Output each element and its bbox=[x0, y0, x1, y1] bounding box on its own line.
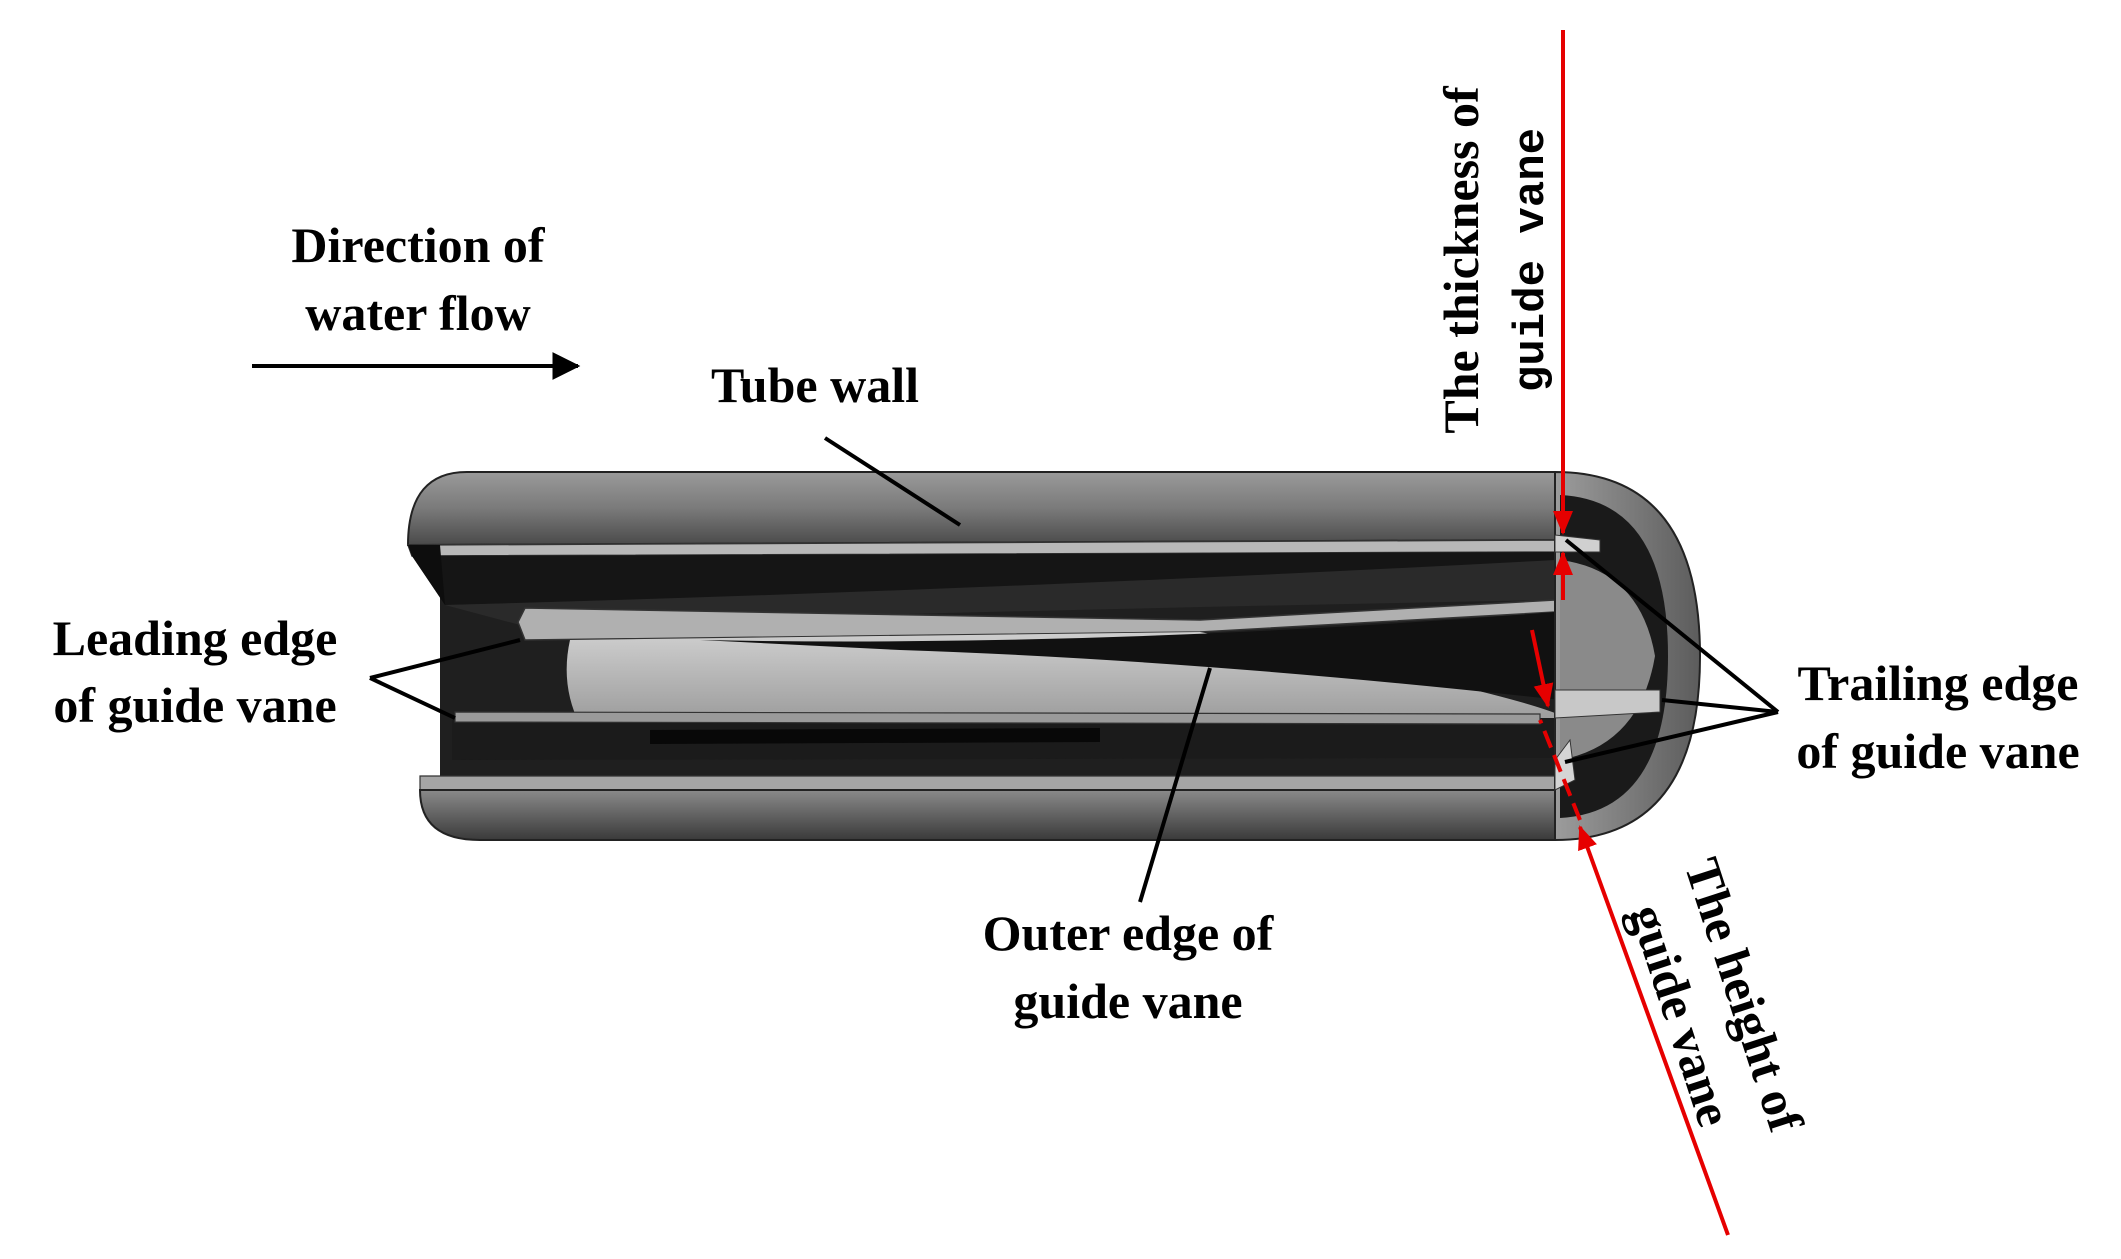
trailing-edge-label: Trailing edge of guide vane bbox=[1796, 655, 2079, 779]
leader-leading-edge-top bbox=[369, 638, 521, 680]
tube-wall-label: Tube wall bbox=[711, 357, 919, 413]
left-end-upper-gap bbox=[408, 545, 445, 605]
trailing-edge-line-2: of guide vane bbox=[1796, 723, 2079, 779]
tube-wall-top bbox=[406, 470, 1556, 547]
height-dimension-line bbox=[1578, 825, 1730, 1236]
trailing-edge-line-1: Trailing edge bbox=[1797, 655, 2078, 711]
lower-vane-stripe bbox=[650, 728, 1100, 744]
thickness-label: The thickness of guide vane bbox=[1433, 85, 1557, 434]
trailing-edge-slot-bottom bbox=[1554, 738, 1576, 791]
tube-body bbox=[406, 470, 1702, 842]
tube-wall-bottom bbox=[418, 789, 1556, 841]
trailing-edge-slot-top bbox=[1554, 534, 1601, 553]
leading-edge-line-2: of guide vane bbox=[53, 677, 336, 733]
flow-direction-label: Direction of water flow bbox=[291, 217, 546, 341]
leader-trailing-edge-mid bbox=[1661, 698, 1779, 714]
tube-wall-bottom-rim bbox=[419, 775, 1556, 791]
sweeping-vane bbox=[700, 612, 1560, 700]
outer-edge-line-2: guide vane bbox=[1013, 973, 1242, 1029]
leading-edge-line-1: Leading edge bbox=[53, 610, 338, 666]
leader-outer-edge bbox=[1138, 667, 1212, 903]
height-dimension-dashed bbox=[1538, 719, 1582, 821]
outer-edge-line-1: Outer edge of bbox=[983, 905, 1275, 961]
flow-direction-line-1: Direction of bbox=[291, 217, 546, 273]
top-vane-dark bbox=[412, 552, 1555, 605]
leading-edge-bottom bbox=[454, 711, 1541, 725]
leader-trailing-edge-top bbox=[1564, 538, 1780, 714]
leading-edge-label: Leading edge of guide vane bbox=[53, 610, 338, 733]
leader-trailing-edge-bottom bbox=[1564, 710, 1779, 764]
thickness-line-2: guide vane bbox=[1507, 128, 1557, 392]
dimension-lines bbox=[1530, 30, 1730, 1236]
height-label: The height of guide vane bbox=[1619, 851, 1815, 1139]
flow-direction-line-2: water flow bbox=[305, 285, 530, 341]
leader-leading-edge-bottom bbox=[369, 676, 456, 720]
thickness-line-1: The thickness of bbox=[1433, 85, 1489, 434]
leader-tube-wall bbox=[823, 436, 962, 527]
trailing-edge-slot-mid bbox=[1554, 689, 1661, 719]
upper-vane-taper bbox=[445, 560, 1555, 625]
leader-lines bbox=[369, 436, 1780, 903]
outer-edge-label: Outer edge of guide vane bbox=[983, 905, 1275, 1029]
height-dimension-arrow-down bbox=[1530, 629, 1554, 708]
